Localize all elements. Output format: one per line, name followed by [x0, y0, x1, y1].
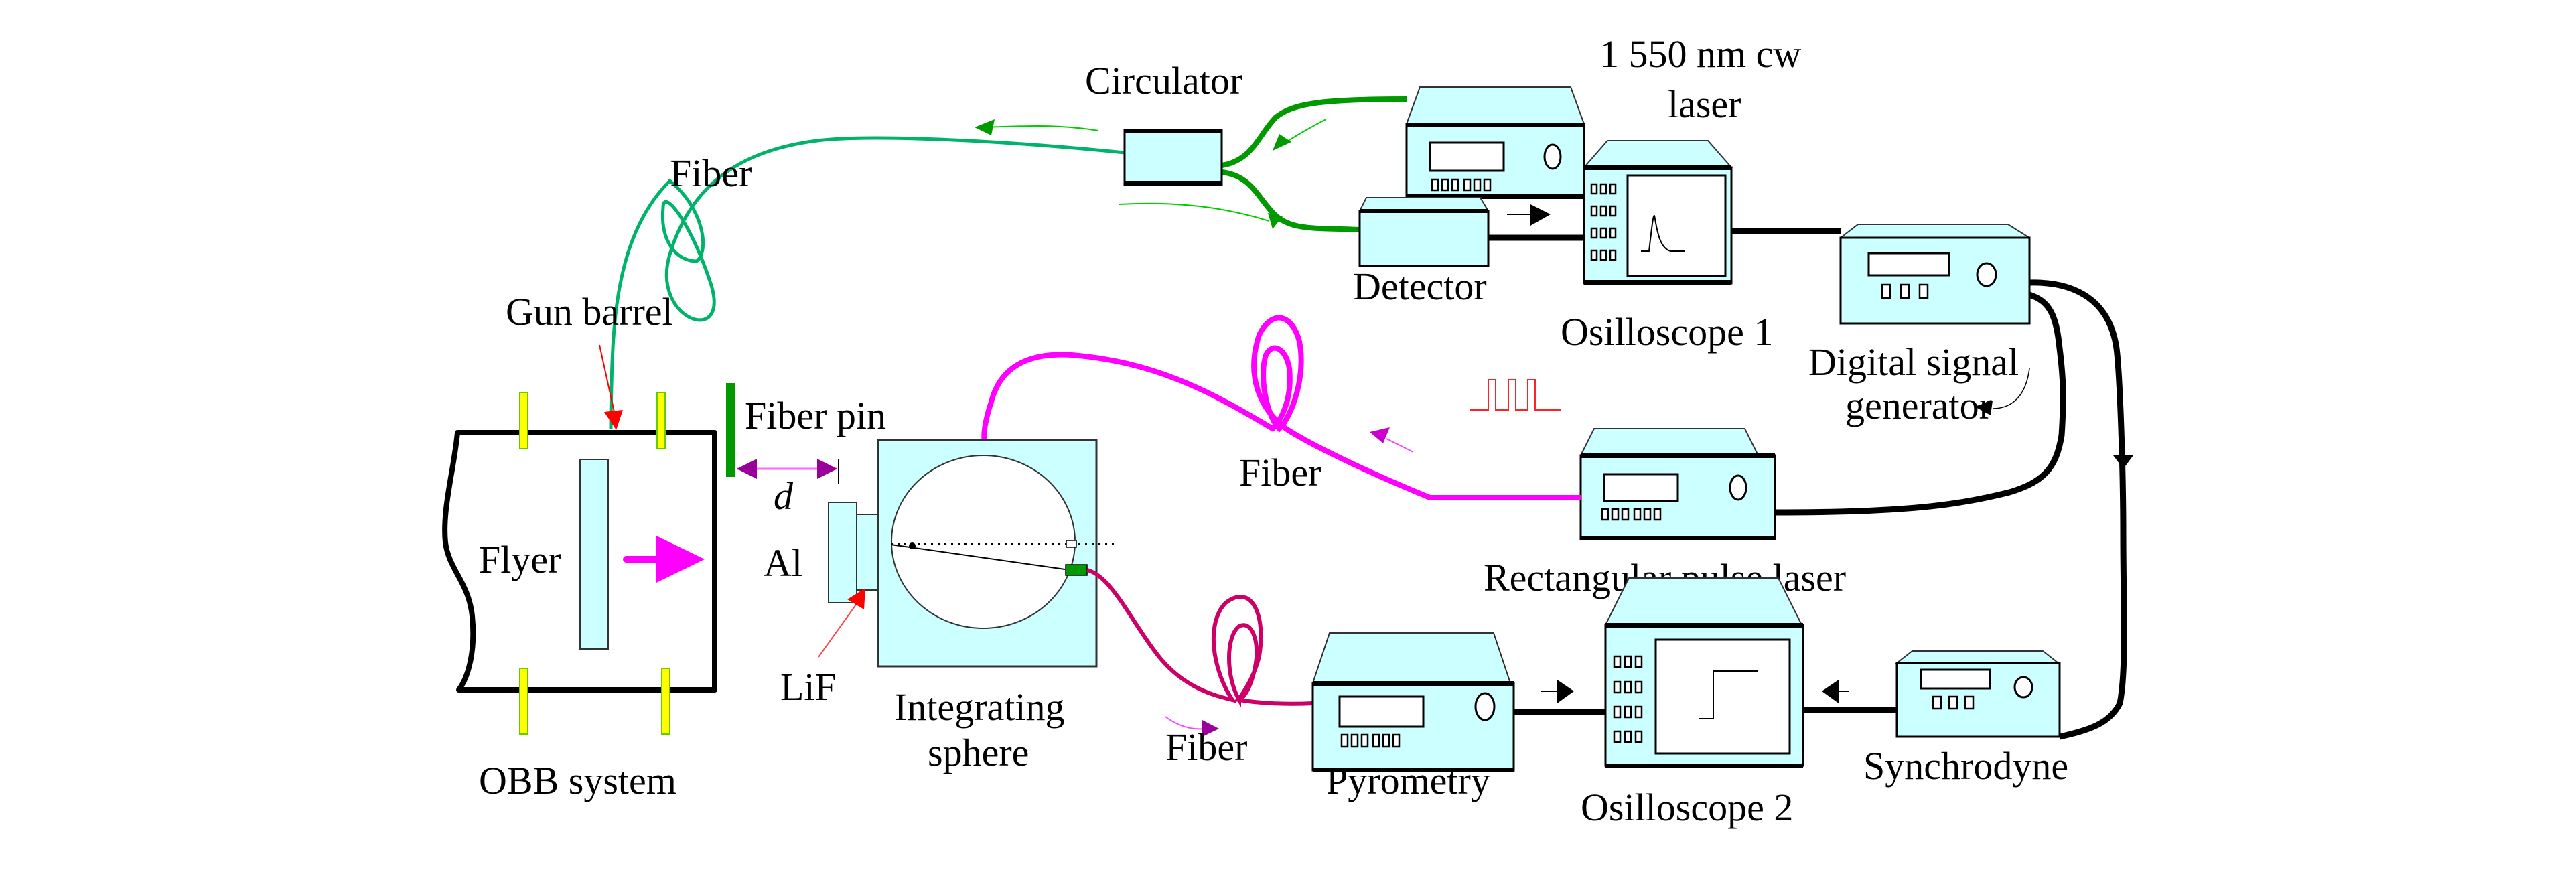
gun-barrel	[442, 392, 717, 735]
distance-label: d	[774, 474, 794, 518]
integrating-sphere	[877, 439, 1119, 668]
green-fiber-laser-to-circulator	[1221, 96, 1407, 168]
knob-icon	[1729, 474, 1747, 501]
flow-arrow-magenta-icon	[1370, 427, 1414, 453]
button-grid	[1590, 183, 1617, 261]
oscilloscope-screen	[1626, 174, 1727, 277]
synchrodyne	[1895, 650, 2061, 738]
flow-arrow-curve-icon	[1975, 368, 2030, 415]
sphere-label-line1: Integrating	[894, 685, 1064, 729]
pyrometry-label: Pyrometry	[1326, 759, 1490, 802]
clamp	[656, 392, 666, 449]
laser-1550-label-line2: laser	[1668, 82, 1741, 126]
oscilloscope-1	[1582, 140, 1733, 285]
fiber-mid-label: Fiber	[1239, 451, 1321, 494]
magenta-fiber	[977, 315, 1581, 500]
target-assembly	[828, 502, 879, 603]
display-screen	[1603, 473, 1679, 502]
lif-label: LiF	[780, 665, 837, 709]
pyrometry	[1311, 632, 1515, 772]
display-screen	[1920, 668, 1991, 690]
circulator	[1123, 129, 1223, 186]
flow-arrow-down-icon	[2113, 455, 2133, 469]
clamp	[519, 668, 528, 735]
step-trace	[1699, 670, 1758, 719]
lif-window	[856, 514, 879, 591]
arrow-head-icon	[975, 119, 995, 135]
sphere-label-line2: sphere	[928, 731, 1029, 774]
knob-icon	[1543, 143, 1562, 170]
dsg-label-line2: generator	[1845, 384, 1992, 427]
fiber-bottom-label: Fiber	[1165, 725, 1247, 769]
display-screen	[1867, 252, 1950, 277]
circulator-label: Circulator	[1085, 59, 1242, 102]
clamp	[661, 668, 670, 735]
synchrodyne-label: Synchrodyne	[1863, 744, 2068, 788]
flyer-plate	[579, 459, 609, 650]
button-row	[1601, 508, 1662, 521]
detector-label: Detector	[1353, 265, 1487, 308]
arrow-head-icon	[1273, 134, 1291, 151]
fiber-top-label: Fiber	[670, 151, 752, 195]
gun-barrel-pointer	[599, 344, 623, 430]
distance-arrow-icon	[737, 459, 839, 484]
laser-1550	[1405, 86, 1585, 199]
button-row	[1431, 178, 1492, 192]
clamp	[519, 392, 528, 449]
rectangular-pulse-laser	[1579, 428, 1776, 540]
flyer-label: Flyer	[479, 538, 561, 581]
flow-arrows-green	[975, 119, 1327, 229]
arrow-head-icon	[1268, 213, 1283, 229]
signal-arrow-left-icon	[1822, 680, 1849, 703]
oscilloscope-2-label: Osilloscope 2	[1581, 786, 1793, 829]
knob-icon	[1474, 692, 1496, 721]
oscilloscope-screen	[1654, 638, 1791, 755]
signal-arrow-icon	[1541, 680, 1574, 703]
lif-pointer	[818, 588, 865, 658]
display-screen	[1338, 695, 1425, 728]
detector	[1358, 197, 1490, 267]
knob-icon	[2013, 676, 2033, 699]
pulse-train-icon	[1470, 379, 1561, 411]
al-window	[828, 502, 857, 603]
cable-dsg-rect-laser	[1774, 291, 2066, 516]
pulse-trace	[1641, 214, 1685, 252]
crimson-fiber	[1086, 568, 1313, 708]
signal-arrow-icon	[1507, 204, 1551, 226]
flyer-motion-arrow-icon	[623, 536, 705, 583]
display-screen	[1429, 141, 1505, 172]
fiber-pin	[726, 383, 735, 477]
fiber-pin-label: Fiber pin	[745, 394, 886, 437]
al-label: Al	[764, 541, 802, 585]
green-fiber-to-pin	[609, 136, 1125, 429]
obb-system-label: OBB system	[479, 759, 676, 802]
probe-connector	[1065, 564, 1088, 576]
digital-signal-generator	[1839, 224, 2032, 325]
oscilloscope-2	[1604, 577, 1804, 768]
knob-icon	[1976, 262, 1997, 287]
laser-1550-label-line1: 1 550 nm cw	[1599, 32, 1801, 76]
flow-arrow-crimson-icon	[1165, 716, 1219, 737]
green-fiber-circulator-to-detector	[1221, 169, 1360, 232]
oscilloscope-1-label: Osilloscope 1	[1561, 310, 1773, 354]
button-row	[1340, 733, 1401, 748]
gun-barrel-label: Gun barrel	[506, 290, 673, 334]
cable-dsg-synchrodyne	[2029, 279, 2127, 740]
reflected-beam	[890, 544, 1066, 570]
button-grid	[1613, 655, 1643, 743]
dsg-label-line1: Digital signal	[1808, 340, 2019, 384]
